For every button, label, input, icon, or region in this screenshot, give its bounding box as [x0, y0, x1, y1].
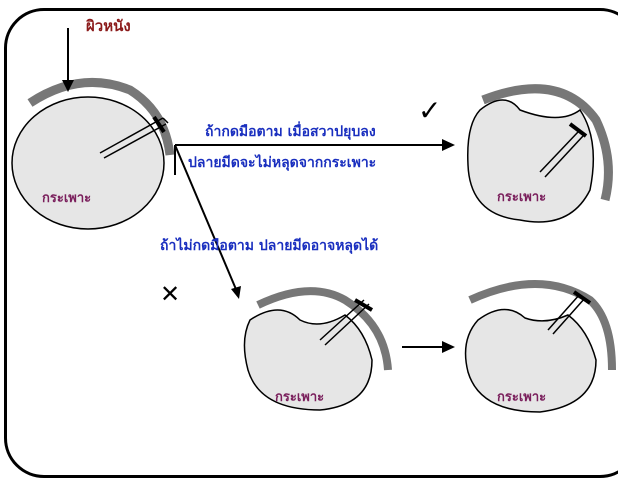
bottom-arrow [402, 341, 455, 353]
stomach-organ [467, 99, 595, 223]
check-icon: ✓ [418, 94, 442, 127]
stomach-initial [11, 77, 175, 230]
knife [547, 290, 592, 335]
stomach-organ [243, 309, 373, 411]
stomach-slipped-2 [464, 280, 616, 413]
stomach-slipped-1 [243, 287, 392, 411]
stomach-label-slipped-2: กระเพาะ [497, 390, 547, 405]
press-note-line2: ปลายมีดจะไม่หลุดจากกระเพาะ [188, 155, 377, 171]
cross-icon: ✕ [160, 280, 181, 308]
stomach-label-slipped-1: กระเพาะ [275, 390, 325, 405]
branch-arrows [174, 139, 455, 299]
stomach-label-pressed: กระเพาะ [497, 190, 547, 205]
skin-arc [256, 287, 392, 371]
stomach-organ [464, 308, 597, 413]
stomach-organ [11, 96, 165, 230]
knife [319, 298, 374, 346]
skin-arc [468, 280, 616, 371]
knife [539, 122, 588, 178]
skin-label: ผิวหนัง [86, 17, 131, 35]
knife [99, 115, 169, 159]
stomach-pressed [467, 84, 613, 223]
stomach-label-initial: กระเพาะ [42, 191, 92, 206]
press-note-line1: ถ้ากดมือตาม เมื่อสวาปยุบลง [205, 124, 376, 140]
no-press-note: ถ้าไม่กดมือตาม ปลายมีดอาจหลุดได้ [160, 238, 379, 254]
skin-arc [481, 84, 613, 202]
skin-arrow [62, 28, 74, 92]
diagram-canvas [11, 28, 616, 413]
